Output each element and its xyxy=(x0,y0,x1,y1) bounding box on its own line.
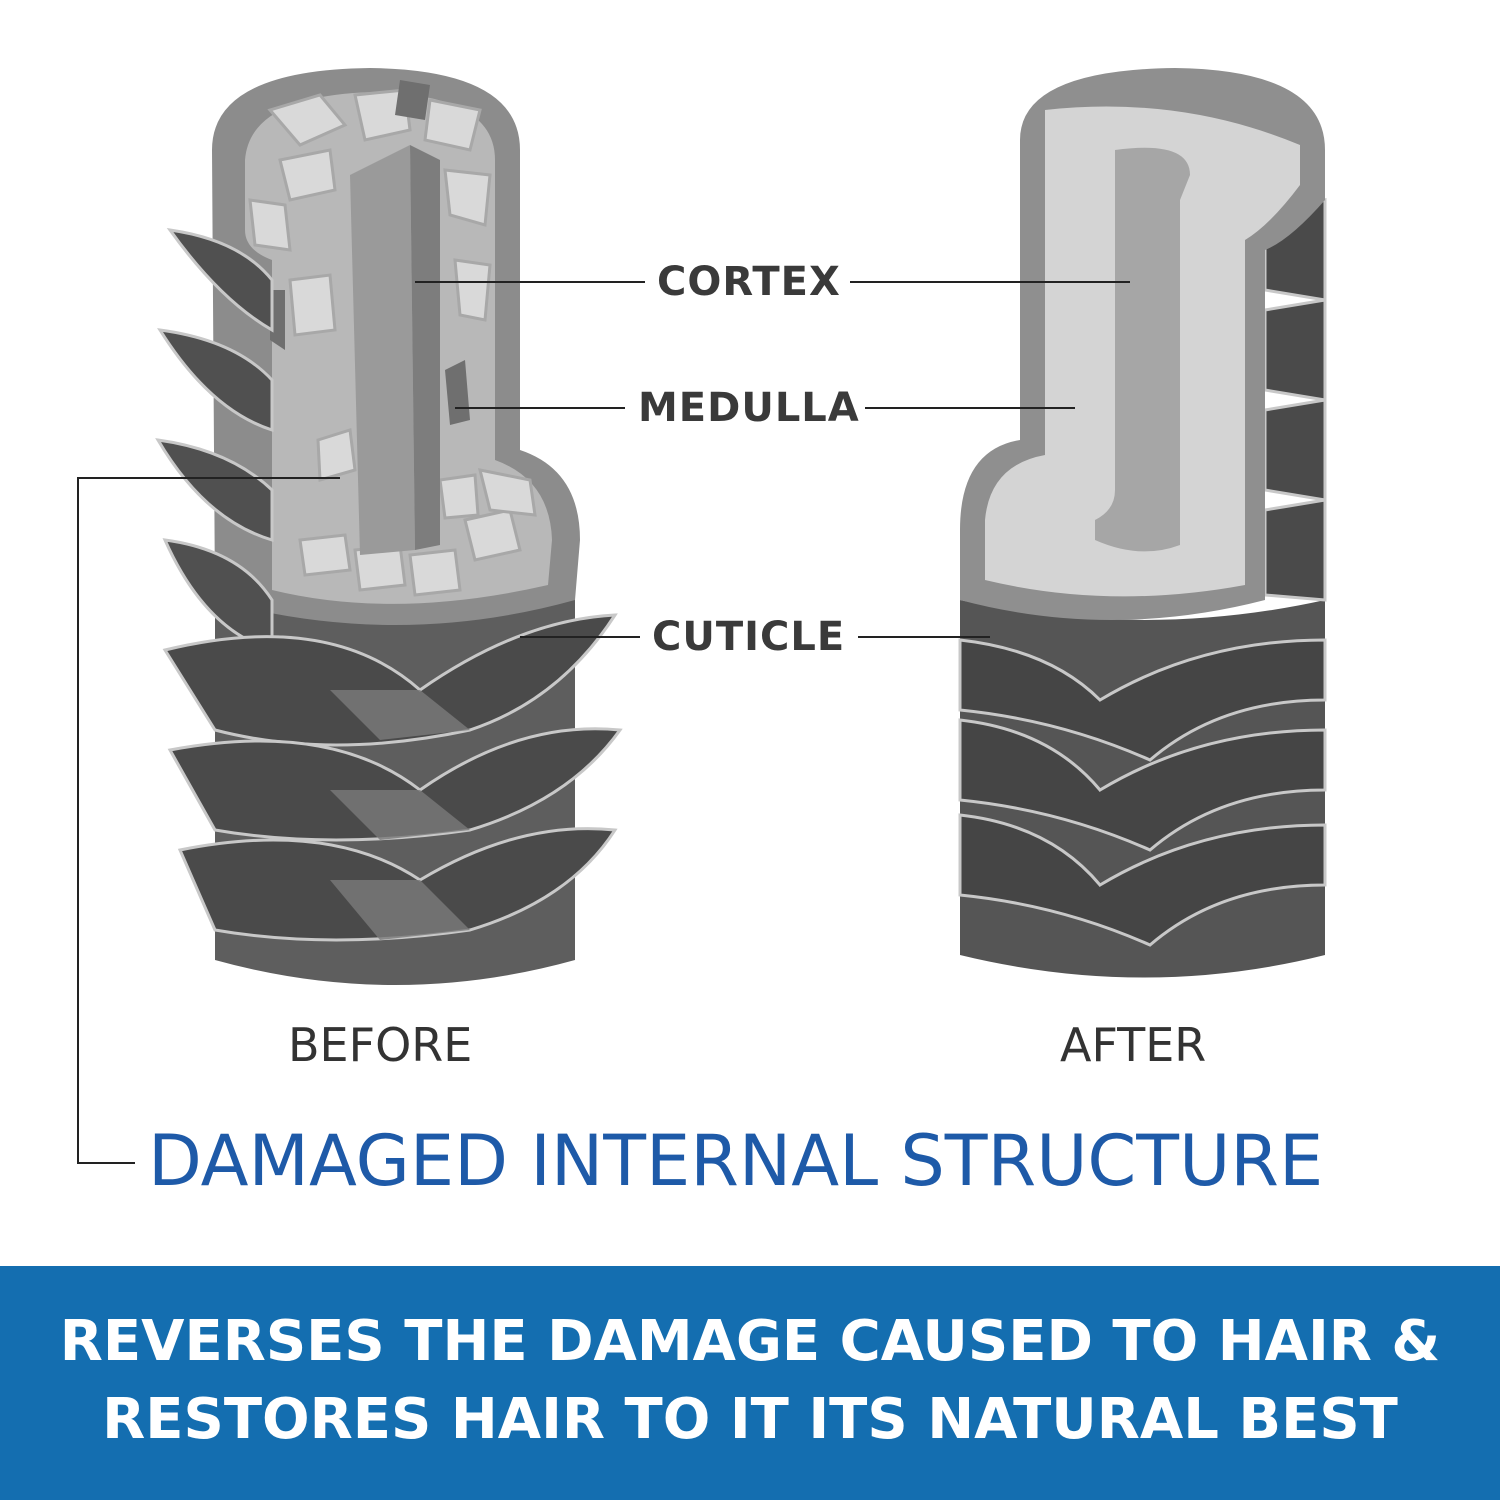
after-caption: AFTER xyxy=(1060,1018,1207,1072)
damage-bracket-line xyxy=(77,477,340,1164)
leader-lines xyxy=(77,281,1130,1164)
before-caption: BEFORE xyxy=(288,1018,473,1072)
banner-line-2: RESTORES HAIR TO IT ITS NATURAL BEST xyxy=(102,1387,1398,1452)
damaged-structure-heading: DAMAGED INTERNAL STRUCTURE xyxy=(148,1120,1324,1202)
banner-line-1: REVERSES THE DAMAGE CAUSED TO HAIR & xyxy=(59,1309,1441,1374)
medulla-label: MEDULLA xyxy=(638,385,860,431)
cuticle-label: CUTICLE xyxy=(652,614,846,660)
after-hair-shaft xyxy=(958,68,1327,978)
benefit-banner: REVERSES THE DAMAGE CAUSED TO HAIR & RES… xyxy=(0,1266,1500,1500)
cortex-label: CORTEX xyxy=(657,259,841,305)
before-hair-shaft xyxy=(155,68,623,985)
